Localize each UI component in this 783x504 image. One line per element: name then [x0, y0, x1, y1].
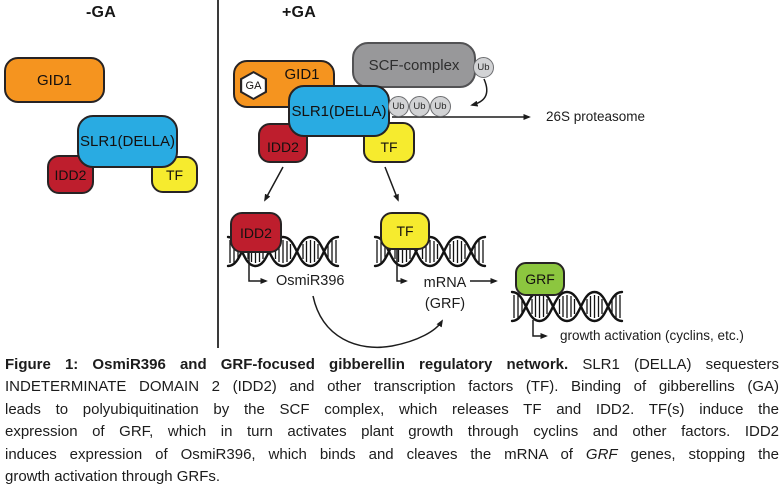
ubiquitin-chain-circle-1: Ub [388, 96, 409, 117]
ubiquitin-chain-circle-3: Ub [430, 96, 451, 117]
ubiquitin-transfer-arrow [470, 78, 488, 107]
panel-divider [217, 0, 219, 348]
scf-complex-box: SCF-complex [352, 42, 476, 88]
plus-ga-title: +GA [282, 4, 316, 21]
minus-ga-title: -GA [86, 4, 116, 21]
caption-bold-title: Figure 1: OsmiR396 and GRF-focused gibbe… [5, 356, 569, 373]
dna-helix-grf-gene [510, 290, 624, 323]
tf-label: TF [380, 138, 398, 155]
idd2-label: IDD2 [267, 139, 299, 155]
tf-label: TF [396, 223, 414, 239]
slr1-della-label: SLR1(DELLA) [291, 102, 387, 120]
tf-gene-box: TF [380, 212, 430, 250]
ga-label: GA [245, 79, 262, 92]
idd2-gene-box: IDD2 [230, 212, 282, 253]
caption-line: expression of GRF, which in turn activat… [5, 423, 779, 441]
growth-activation-arrow [532, 320, 548, 339]
caption-text: induces expression of OsmiR396, which bi… [5, 445, 586, 463]
caption-line: INDETERMINATE DOMAIN 2 (IDD2) and other … [5, 378, 779, 396]
caption-line: Figure 1: OsmiR396 and GRF-focused gibbe… [5, 354, 779, 376]
mrna-label-group: mRNA (GRF) [413, 273, 477, 315]
gid1-label: GID1 [36, 71, 72, 89]
ubiquitin-circle: Ub [473, 57, 494, 78]
idd2-label: IDD2 [240, 224, 272, 241]
osmir396-label: OsmiR396 [276, 273, 345, 289]
osmir396-cleavage-arrow [312, 295, 443, 348]
caption-italic-grf: GRF [585, 445, 618, 463]
gid1-box-left: GID1 [4, 57, 105, 103]
caption-text: SLR1 (DELLA) sequesters [568, 356, 779, 373]
ub-label: Ub [434, 101, 447, 112]
caption-line: growth activation through GRFs. [5, 468, 221, 486]
gid1-label: GID1 [284, 66, 320, 83]
ubiquitin-chain-circle-2: Ub [409, 96, 430, 117]
grf-box: GRF [515, 262, 565, 296]
figure-caption: Figure 1: OsmiR396 and GRF-focused gibbe… [5, 354, 779, 488]
proteasome-label: 26S proteasome [546, 109, 646, 124]
caption-text: genes, stopping the [617, 445, 779, 463]
osmir396-transcription-arrow [248, 253, 268, 284]
ub-label: Ub [477, 62, 490, 73]
tf-label: TF [165, 166, 184, 183]
ub-label: Ub [413, 101, 426, 112]
idd2-release-arrow [264, 166, 284, 202]
mrna-grf-label: (GRF) [424, 296, 466, 312]
slr1-della-box-left: SLR1(DELLA) [77, 115, 178, 168]
tf-release-arrow [384, 166, 399, 202]
idd2-label: IDD2 [54, 166, 87, 183]
caption-line: induces expression of OsmiR396, which bi… [5, 444, 779, 466]
caption-line: leads to polyubiquitination by the SCF c… [5, 400, 779, 418]
growth-activation-label: growth activation (cyclins, etc.) [560, 328, 744, 343]
slr1-della-label: SLR1(DELLA) [79, 133, 176, 150]
slr1-della-box-right: SLR1(DELLA) [288, 85, 390, 137]
mrna-label: mRNA [423, 275, 467, 291]
grf-label: GRF [525, 271, 555, 287]
scf-complex-label: SCF-complex [368, 56, 460, 74]
mrna-transcription-arrow [396, 250, 408, 284]
diagram-arrows-layer [226, 78, 624, 348]
ub-label: Ub [392, 101, 405, 112]
